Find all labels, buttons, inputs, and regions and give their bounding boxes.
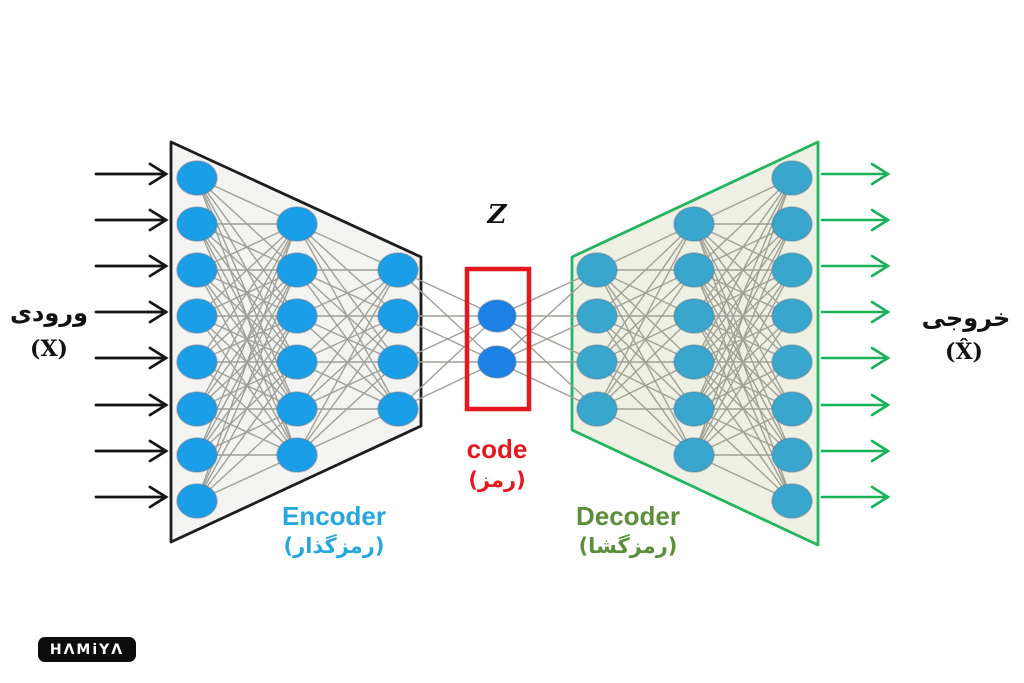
neuron bbox=[771, 391, 813, 427]
neuron bbox=[276, 391, 318, 427]
output-arrow-head bbox=[870, 162, 891, 186]
output-arrow-head bbox=[870, 346, 891, 370]
neuron bbox=[771, 437, 813, 473]
neuron bbox=[673, 437, 715, 473]
output-arrow-head bbox=[870, 439, 891, 463]
input-arrow-head bbox=[148, 300, 169, 324]
output-arrow-head bbox=[870, 208, 891, 232]
output-arrow-head bbox=[870, 254, 891, 278]
neuron bbox=[377, 298, 419, 334]
neuron bbox=[377, 391, 419, 427]
connection-line bbox=[693, 269, 793, 456]
connection-line bbox=[196, 223, 298, 363]
connection-line bbox=[693, 177, 793, 317]
neuron bbox=[176, 160, 218, 196]
neuron bbox=[576, 252, 618, 288]
connection-line bbox=[596, 223, 695, 410]
hamiya-logo: HΛMiYΛ bbox=[38, 637, 136, 662]
connection-line bbox=[196, 223, 298, 410]
connection-line bbox=[693, 361, 793, 456]
neuron bbox=[377, 344, 419, 380]
neuron bbox=[176, 298, 218, 334]
input-arrow-head bbox=[148, 254, 169, 278]
neuron bbox=[673, 391, 715, 427]
neuron bbox=[276, 252, 318, 288]
input-label-persian: ورودی bbox=[10, 299, 88, 327]
neuron bbox=[477, 345, 517, 379]
connection-line bbox=[496, 269, 598, 363]
code-label: code bbox=[466, 434, 528, 464]
neuron bbox=[771, 298, 813, 334]
neuron bbox=[673, 344, 715, 380]
neuron bbox=[176, 437, 218, 473]
neuron bbox=[176, 252, 218, 288]
decoder-region bbox=[570, 140, 820, 547]
output-arrow-head bbox=[870, 393, 891, 417]
input-arrow-head bbox=[148, 162, 169, 186]
input-symbol-label: (X) bbox=[30, 336, 68, 362]
neuron bbox=[176, 206, 218, 242]
neuron bbox=[771, 483, 813, 519]
connection-line bbox=[296, 361, 399, 456]
connection-line bbox=[296, 269, 399, 410]
output-symbol-label: (X̂) bbox=[945, 339, 983, 365]
neuron bbox=[576, 391, 618, 427]
encoder-region bbox=[169, 140, 423, 544]
input-arrow-head bbox=[148, 346, 169, 370]
decoder-label-persian: (رمزگشا) bbox=[578, 534, 678, 558]
neuron bbox=[673, 206, 715, 242]
encoder-label-persian: (رمزگذار) bbox=[283, 534, 385, 558]
input-arrow-head bbox=[148, 485, 169, 509]
neuron bbox=[771, 344, 813, 380]
connection-line bbox=[296, 269, 399, 363]
connection-line bbox=[693, 315, 793, 456]
neuron bbox=[176, 391, 218, 427]
neuron bbox=[276, 437, 318, 473]
code-label-persian: (رمز) bbox=[468, 468, 526, 492]
connection-line bbox=[397, 315, 498, 410]
connection-line bbox=[693, 177, 793, 271]
neuron bbox=[377, 252, 419, 288]
decoder-label: Decoder bbox=[575, 501, 681, 531]
neuron bbox=[673, 298, 715, 334]
connection-line bbox=[296, 269, 399, 456]
encoder-label: Encoder bbox=[281, 501, 387, 531]
output-label-persian: خروجی bbox=[921, 304, 1011, 332]
neuron bbox=[771, 160, 813, 196]
neuron bbox=[276, 344, 318, 380]
neuron bbox=[673, 252, 715, 288]
connection-line bbox=[596, 223, 695, 317]
neuron bbox=[176, 344, 218, 380]
connection-line bbox=[596, 223, 695, 363]
neuron bbox=[576, 298, 618, 334]
input-arrow-head bbox=[148, 208, 169, 232]
hamiya-logo-text: HΛMiYΛ bbox=[49, 641, 125, 658]
connection-line bbox=[596, 315, 695, 410]
neuron bbox=[771, 252, 813, 288]
latent-z-label: Z bbox=[487, 200, 507, 230]
connection-line bbox=[693, 177, 793, 363]
neuron bbox=[771, 206, 813, 242]
connection-line bbox=[196, 408, 298, 502]
neuron bbox=[477, 299, 517, 333]
connection-line bbox=[596, 269, 695, 410]
output-arrow-head bbox=[870, 300, 891, 324]
code-box bbox=[464, 266, 532, 412]
connection-line bbox=[196, 223, 298, 317]
neuron bbox=[276, 298, 318, 334]
connection-line bbox=[296, 315, 399, 456]
connection-line bbox=[196, 315, 298, 502]
neuron bbox=[176, 483, 218, 519]
output-arrow-head bbox=[870, 485, 891, 509]
neuron bbox=[576, 344, 618, 380]
neuron bbox=[276, 206, 318, 242]
connection-line bbox=[196, 361, 298, 502]
input-arrow-head bbox=[148, 439, 169, 463]
input-arrow-head bbox=[148, 393, 169, 417]
